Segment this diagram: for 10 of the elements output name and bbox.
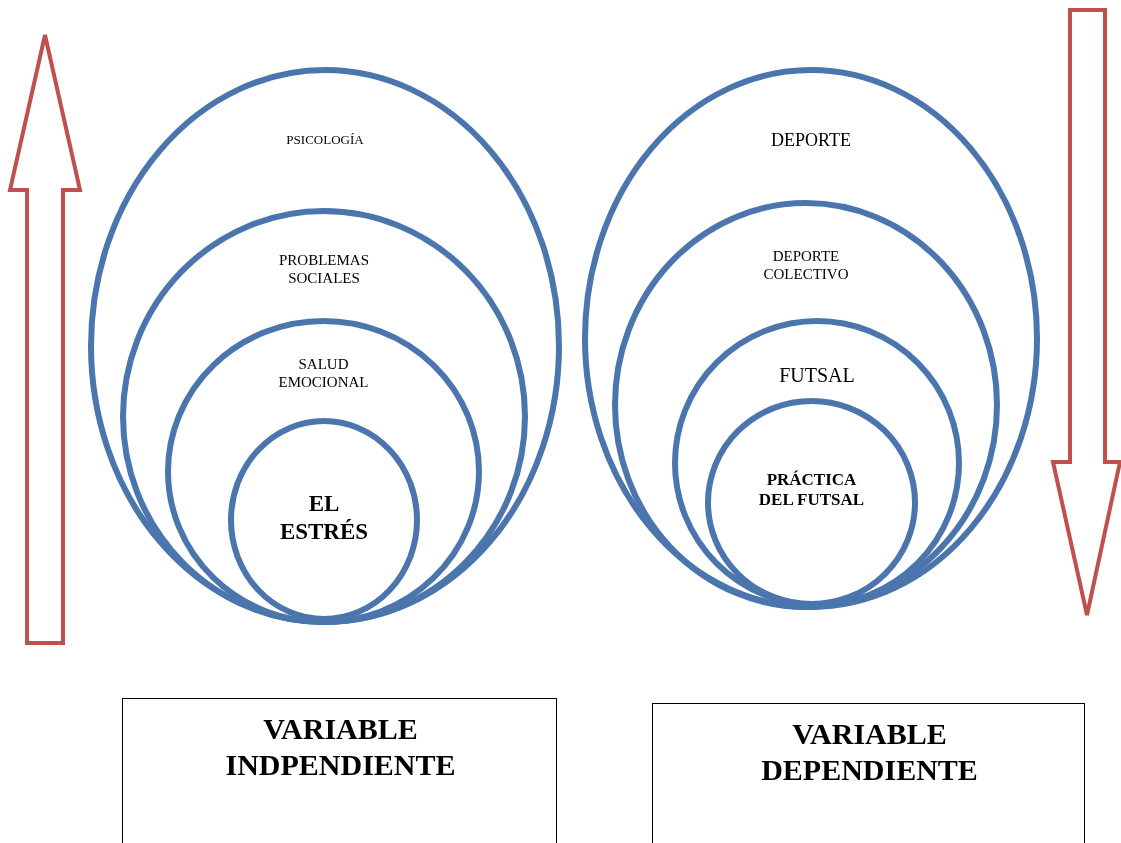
ellipse-label: EL ESTRÉS (278, 490, 370, 546)
ellipse-label: PRÁCTICA DEL FUTSAL (757, 470, 866, 511)
ellipse-label: PROBLEMAS SOCIALES (278, 251, 370, 287)
ellipse-label: SALUD EMOCIONAL (277, 355, 370, 391)
ellipse-label: FUTSAL (778, 363, 856, 387)
ellipse-label: DEPORTE COLECTIVO (762, 247, 850, 283)
variable-label: VARIABLE DEPENDIENTE (760, 716, 979, 788)
ellipse-label: DEPORTE (770, 130, 852, 152)
ellipse-label: PSICOLOGÍA (285, 132, 365, 148)
variable-label: VARIABLE INDPENDIENTE (224, 711, 457, 783)
